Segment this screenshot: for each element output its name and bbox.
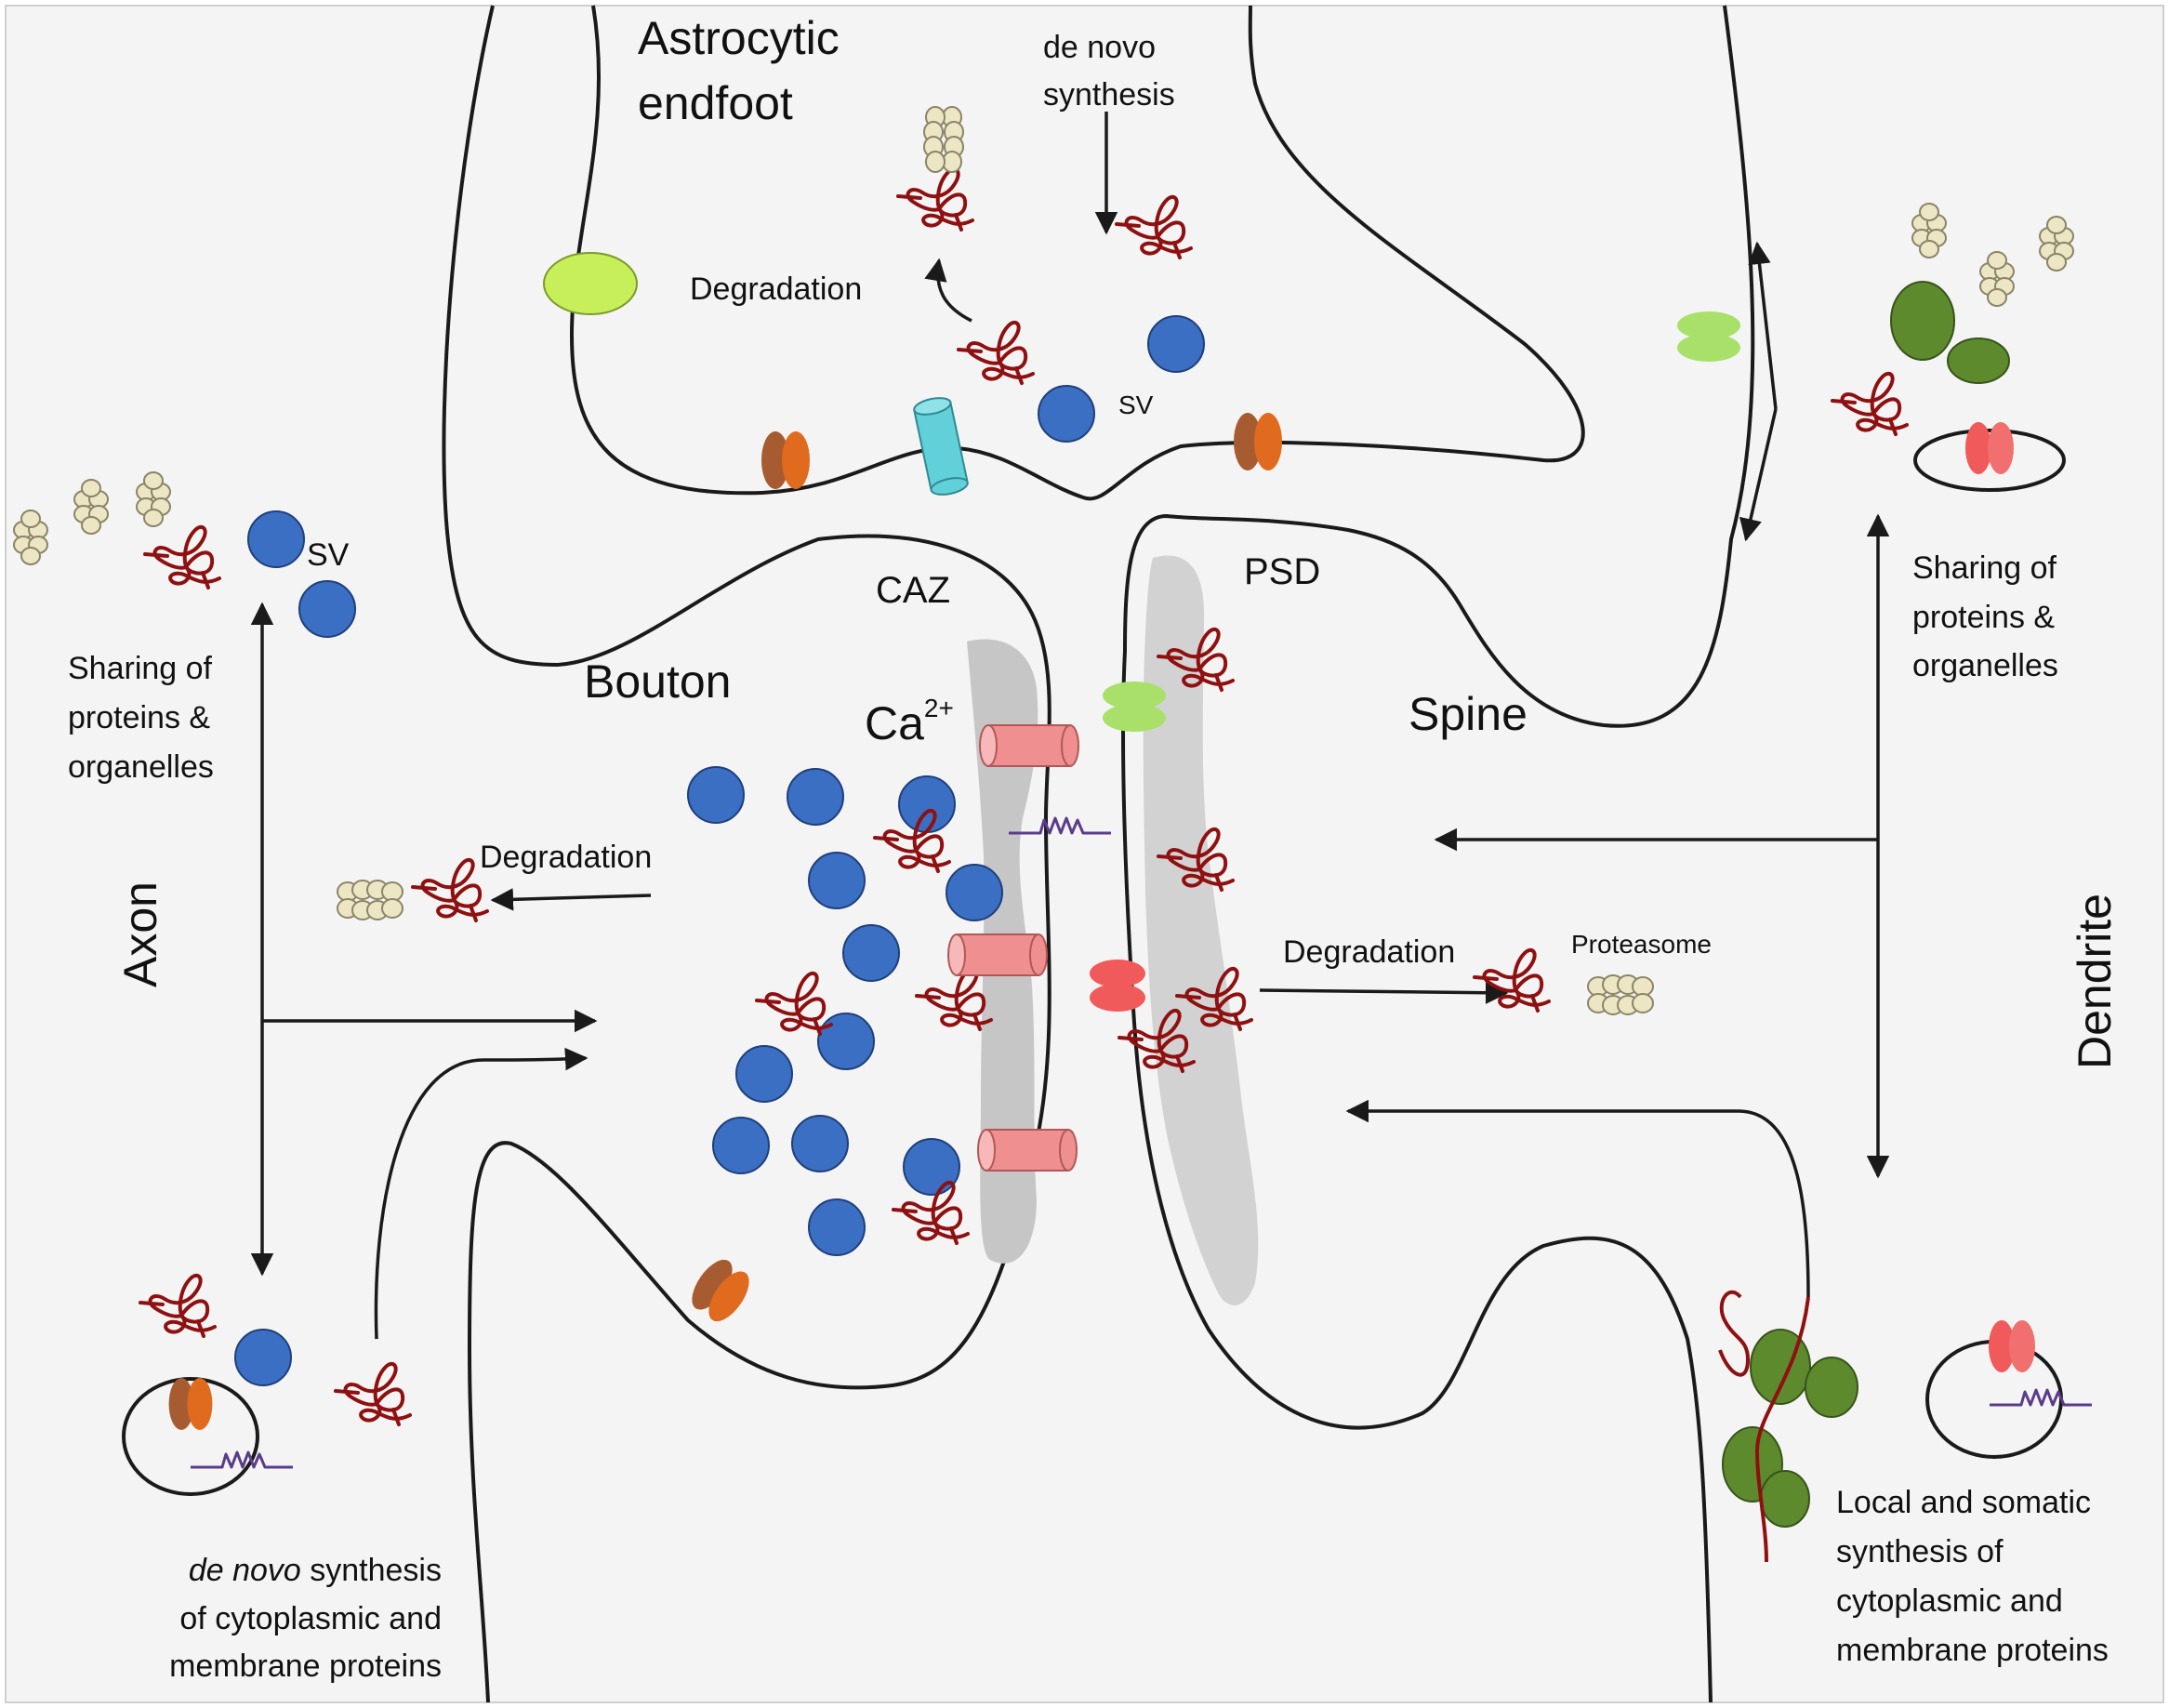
sharing-right-line3: organelles: [1912, 648, 2058, 683]
vesicle: [298, 580, 356, 638]
vesicle: [1147, 315, 1205, 373]
vesicle: [787, 768, 844, 826]
bouton-degradation-arrow: [490, 888, 652, 911]
bouton-label: Bouton: [584, 655, 731, 708]
spine-label: Spine: [1409, 688, 1528, 740]
local-synthesis-line1: Local and somatic: [1836, 1485, 2091, 1520]
astrocytic-endfoot-membrane: [569, 5, 1585, 501]
sharing-left-line3: organelles: [68, 749, 214, 785]
astrocytic-label: Astrocytic: [638, 12, 840, 64]
sharing-arrow-spine-down: [1739, 408, 1778, 542]
cyan-channel: [913, 397, 969, 496]
arrows: [250, 112, 1890, 1340]
synthesis-label: synthesis: [1043, 77, 1175, 113]
axon-synthesis-line3: membrane proteins: [169, 1648, 442, 1684]
vesicle: [898, 775, 956, 833]
ca-label: Ca2+: [865, 694, 954, 749]
vesicle: [842, 924, 900, 982]
vesicle: [791, 1115, 849, 1172]
vesicle: [735, 1045, 793, 1103]
vesicle: [1038, 385, 1095, 443]
sharing-right-line1: Sharing of: [1912, 550, 2057, 586]
local-synthesis-line4: membrane proteins: [1836, 1633, 2109, 1668]
caz-label: CAZ: [876, 570, 950, 611]
labels: Astrocytic endfoot de novo synthesis Deg…: [68, 12, 2121, 1684]
endfoot-label: endfoot: [638, 77, 793, 129]
bouton-membrane: [442, 5, 1051, 1703]
vesicle-organelle-dendrite: [1913, 422, 2066, 492]
sharing-left-line1: Sharing of: [68, 651, 213, 686]
vesicle: [687, 766, 745, 824]
spine-degradation-arrow: [1259, 981, 1509, 1004]
axon-label: Axon: [114, 881, 166, 987]
degradation-top-label: Degradation: [690, 271, 862, 307]
psd-label: PSD: [1244, 551, 1320, 592]
psd-density: [1143, 555, 1259, 1305]
sharing-arrow-spine-up: [1748, 241, 1778, 410]
degradation-bouton-label: Degradation: [480, 840, 652, 875]
pink-channel: [977, 1129, 1078, 1172]
vesicle: [946, 864, 1003, 921]
mrna-strand: [1718, 1290, 1810, 1563]
dendrite-organelles: [1722, 281, 2010, 1528]
axon-synthesis-line2: of cytoplasmic and: [179, 1601, 442, 1636]
sharing-right-line2: proteins &: [1912, 600, 2055, 635]
sharing-left-line2: proteins &: [68, 700, 210, 735]
synthesis-to-bouton-arrow: [374, 1047, 589, 1340]
vesicle: [903, 1138, 960, 1196]
de-novo-label: de novo: [1043, 30, 1156, 65]
pink-channel: [947, 933, 1048, 976]
vesicle: [247, 510, 305, 568]
astro-degradation-arrow: [924, 258, 972, 323]
vesicle: [808, 852, 866, 909]
local-synthesis-line2: synthesis of: [1836, 1534, 2004, 1569]
vesicle-organelle-axon: [122, 1377, 295, 1496]
vesicle: [712, 1117, 770, 1174]
degradation-spine-label: Degradation: [1283, 934, 1455, 970]
diagram-background: [5, 5, 2164, 1703]
vesicle: [808, 1198, 866, 1256]
vesicle: [817, 1013, 875, 1070]
lime-transporter: [543, 252, 638, 315]
sv-left-label: SV: [307, 537, 350, 573]
dendrite-label: Dendrite: [2069, 894, 2121, 1069]
vesicle-organelle-local: [1925, 1320, 2094, 1459]
sv-top-label: SV: [1118, 391, 1154, 419]
vesicle: [234, 1329, 292, 1386]
local-synthesis-line3: cytoplasmic and: [1836, 1583, 2063, 1619]
synaptic-vesicles: [234, 315, 1205, 1386]
proteasome-label: Proteasome: [1571, 930, 1712, 959]
axon-synthesis-line1: de novo synthesis: [189, 1553, 442, 1588]
pink-channel: [979, 724, 1079, 767]
membrane-channels: [543, 252, 1740, 1329]
local-synthesis-to-spine-arrow: [1345, 1099, 1810, 1298]
